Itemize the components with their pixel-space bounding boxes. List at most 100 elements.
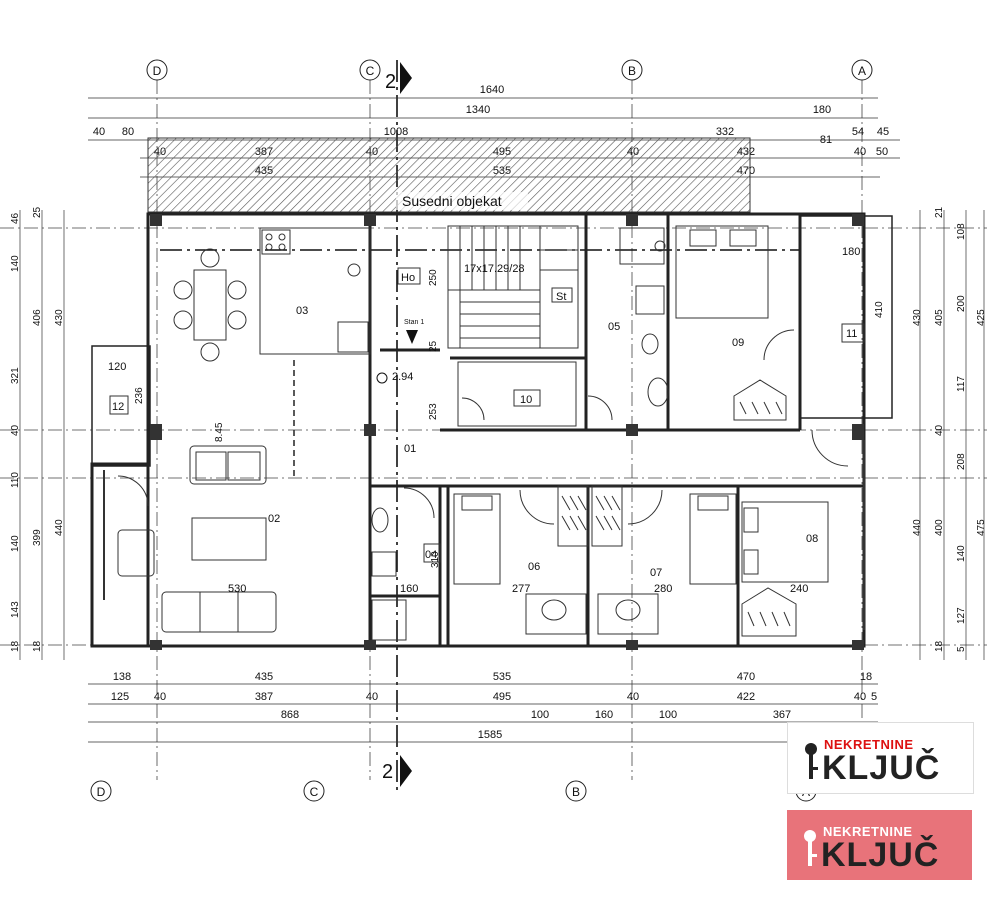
dim-top-1008: 1008 [384,126,408,138]
room-label-05: 05 [608,321,620,333]
axis-label-d-bottom: D [97,785,106,799]
room-label-03: 03 [296,305,308,317]
dim-top-80: 80 [122,126,134,138]
room-label-02: 02 [268,513,280,525]
stairs [447,225,579,349]
walls [90,212,866,648]
dim-right-140: 140 [956,545,967,562]
axis-label-a-top: A [858,64,866,78]
kitchen-furniture [259,227,371,355]
left-dimensions [19,210,65,660]
axis-bubble-d-bottom [90,780,112,802]
watermark-logo-pink: NEKRETNINE KLJUČ [787,810,972,880]
dim-left-321: 321 [10,367,21,384]
annot-120: 120 [108,361,126,373]
neighbour-title: Susedni objekat [402,193,502,209]
dim-left-140a: 140 [10,255,21,272]
dim-top-40a: 40 [93,126,105,138]
dim-right-405: 405 [934,309,945,326]
watermark-brand-main: KLJUČ [822,749,941,787]
dim-right-200: 200 [956,295,967,312]
room-label-10: 10 [520,394,532,406]
dim-left-18b: 18 [32,640,43,652]
stair-label: St [556,291,566,303]
section-arrow-top-icon [400,62,412,94]
ho-box [397,267,421,285]
living-furniture [103,445,277,633]
dining-table [173,248,247,362]
dim-top-50: 50 [876,146,888,158]
dim-top-54: 54 [852,126,864,138]
dim-left-430: 430 [54,309,65,326]
section-arrow-bottom-icon [400,755,412,787]
dim-bot-1585: 1585 [478,729,502,741]
axis-label-c-top: C [366,64,375,78]
axis-labels-bottom: D C 2 B A [90,755,817,802]
room-label-08: 08 [806,533,818,545]
right-dimensions [919,210,985,660]
room-label-10-box [513,389,541,407]
dim-left-40: 40 [10,424,21,436]
dim-bot-422: 422 [737,691,755,703]
dim-bot-125: 125 [111,691,129,703]
dim-bot-160: 160 [595,709,613,721]
room-10-box [457,361,577,427]
dim-bot-535: 535 [493,671,511,683]
right-dimension-texts: 430 440 21 405 40 400 18 108 200 117 208… [912,206,987,652]
room-label-11-box [841,323,865,343]
dim-bot-5: 5 [871,691,877,703]
dim-right-425: 425 [976,309,987,326]
room-label-06: 06 [528,561,540,573]
dim-bot-100b: 100 [659,709,677,721]
key-logo-icon [805,743,818,779]
axis-bubble-c-bottom [303,780,325,802]
annot-410: 410 [874,301,885,318]
dim-left-143: 143 [10,601,21,618]
annot-845: 8.45 [214,422,225,442]
balcony-11 [799,215,893,419]
door-10 [461,397,485,421]
dim-bot-387: 387 [255,691,273,703]
stan-label: Stan 1 [404,319,424,326]
bottom-dimension-texts: 138 435 535 470 18 125 40 387 40 495 40 … [111,671,877,741]
bedroom-06-furniture [453,485,589,635]
dim-left-25: 25 [32,206,43,218]
dim-left-18: 18 [10,640,21,652]
axis-label-b-bottom: B [572,785,580,799]
annot-240: 240 [790,583,808,595]
annot-280: 280 [654,583,672,595]
dim-right-400: 400 [934,519,945,536]
dim-bot-435: 435 [255,671,273,683]
dim-top-1640: 1640 [480,84,504,96]
dim-left-140b: 140 [10,535,21,552]
dim-bot-40c: 40 [627,691,639,703]
bathroom-04-fixtures [371,487,435,641]
columns [150,214,864,650]
dim-bot-495: 495 [493,691,511,703]
watermark-brand-main: KLJUČ [821,836,940,874]
annot-180: 180 [842,246,860,258]
dim-top-332: 332 [716,126,734,138]
dim-right-475: 475 [976,519,987,536]
stair-spec: 17x17.29/28 [464,263,525,275]
dim-bot-40b: 40 [366,691,378,703]
annot-530: 530 [228,583,246,595]
dim-top-81: 81 [820,134,832,146]
dim-right-5: 5 [956,646,967,652]
left-dimension-texts: 46 140 321 40 110 140 143 18 25 406 399 … [10,206,65,652]
watermark-brand-top: NEKRETNINE [824,737,914,752]
ho-label: Ho [401,272,415,284]
annot-250: 250 [428,269,439,286]
dim-bot-40d: 40 [854,691,866,703]
dim-right-127: 127 [956,607,967,624]
room-label-12: 12 [112,401,124,413]
dim-right-117: 117 [956,376,967,392]
bedroom-09-furniture [675,225,795,421]
bedroom-08-furniture [741,429,865,637]
dim-bot-367: 367 [773,709,791,721]
bedroom-07-furniture [591,485,737,635]
dim-bot-100a: 100 [531,709,549,721]
room-label-01: 01 [404,443,416,455]
dim-top-180: 180 [813,104,831,116]
